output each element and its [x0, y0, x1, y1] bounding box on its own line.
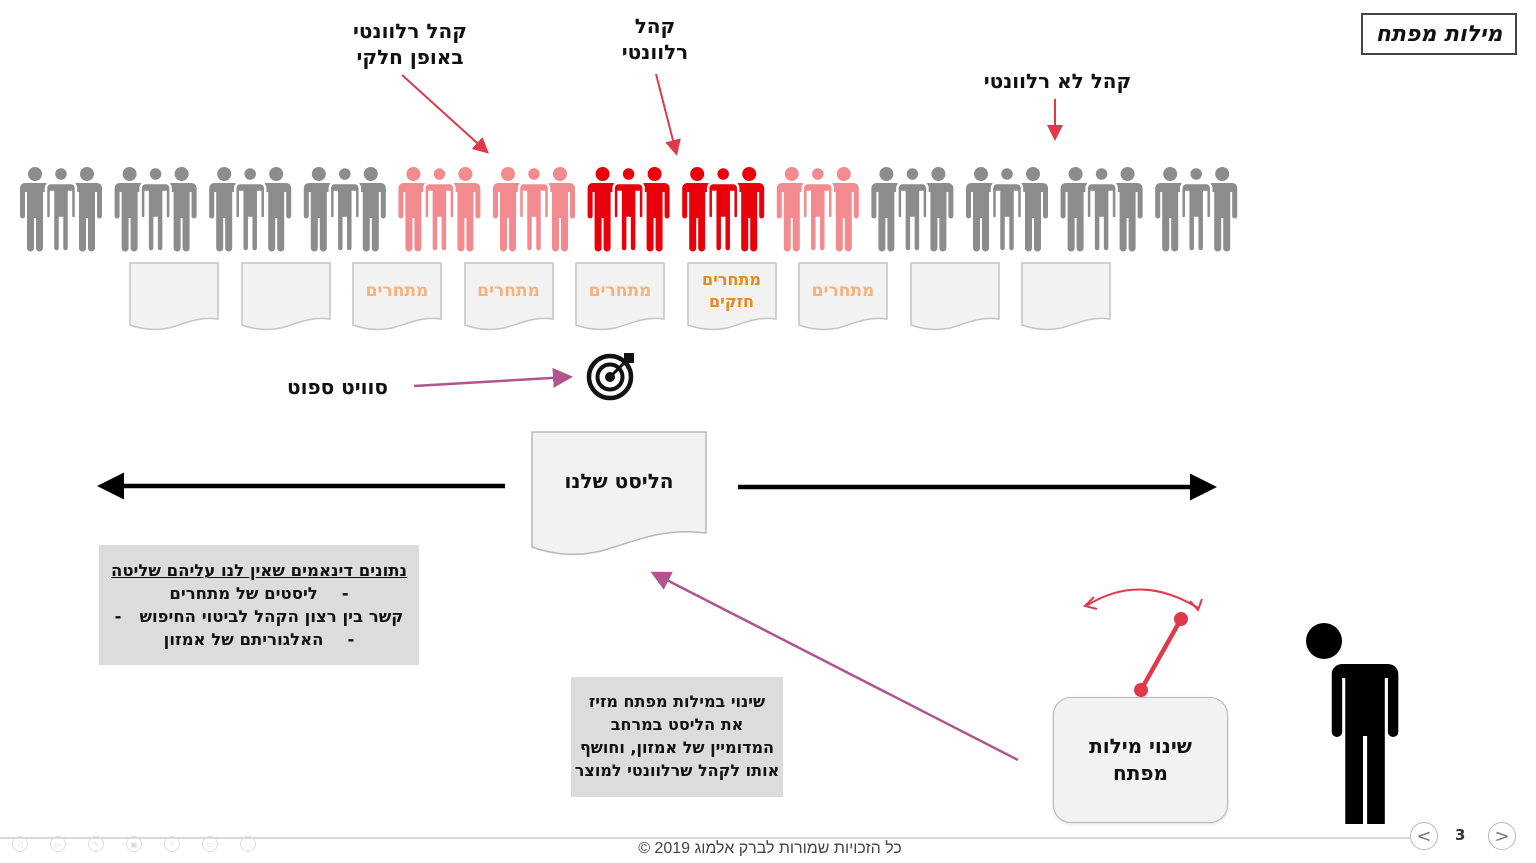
audience-group-none [1061, 167, 1143, 252]
competitor-doc-label [129, 262, 219, 320]
competitor-doc-label: מתחרים [575, 262, 665, 320]
audience-group-partial [493, 167, 575, 252]
competitor-doc [1021, 262, 1111, 332]
user-person-icon [1306, 623, 1399, 824]
screen-icon[interactable]: ▭ [202, 836, 218, 852]
arrow-relevant-audience [655, 73, 681, 156]
competitor-doc: מתחרים [352, 262, 442, 332]
audience-groups [20, 167, 1237, 252]
page-number: 3 [1455, 826, 1466, 844]
audience-group-none [209, 167, 291, 252]
next-slide-icon[interactable]: ▷ [50, 836, 66, 852]
explanation-line: המדומיין של אמזון, וחושף [579, 738, 775, 757]
label-line: קהל [634, 14, 676, 38]
label-line: באופן חלקי [356, 45, 464, 69]
label-irrelevant-audience: קהל לא רלוונטי [983, 69, 1132, 93]
label-sweet-spot: סוויט ספוט [287, 375, 388, 399]
competitor-doc-label: מתחרים [798, 262, 888, 320]
competitor-doc [909, 262, 1000, 332]
competitor-doc [129, 262, 219, 332]
competitor-doc-line: מתחרים [365, 281, 429, 301]
dynamic-data-heading: נתונים דינאמים שאין לנו עליהם שליטה [110, 561, 407, 580]
our-listing-label: הליסט שלנו [564, 469, 674, 493]
footer-divider [0, 837, 1410, 839]
label-line: קהל רלוונטי [353, 19, 467, 43]
previous-slide-icon[interactable]: ◁ [12, 836, 28, 852]
competitor-doc: מתחרים [798, 262, 888, 332]
chevron-right-icon: > [1494, 825, 1510, 847]
competitor-doc [240, 262, 331, 332]
audience-group-partial [777, 167, 859, 252]
label-partial-audience: קהל רלוונטי באופן חלקי [340, 18, 480, 70]
explanation-line: את הליסט במרחב [610, 715, 744, 734]
zoom-icon[interactable]: ⌕ [164, 836, 180, 852]
audience-group-none [115, 167, 197, 252]
arrow-partial-audience [401, 74, 489, 154]
competitor-doc-line: חזקים [708, 292, 755, 311]
explanation-line: שינוי במילות מפתח מזיז [588, 692, 766, 711]
rotation-arc-icon [1085, 588, 1199, 609]
audience-group-full [682, 167, 764, 252]
lever-icon [1139, 617, 1183, 692]
target-icon [586, 353, 634, 401]
change-keywords-line: שינוי מילות [1089, 734, 1192, 758]
audience-group-partial [398, 167, 480, 252]
competitor-doc-label [1021, 262, 1111, 320]
slide-title: מילות מפתח [1361, 13, 1517, 55]
copyright-footer: כל הזכויות שמורות לברק אלמוג 2019 © [638, 840, 902, 857]
audience-group-full [588, 167, 670, 252]
audience-group-none [304, 167, 386, 252]
competitor-doc-label [241, 262, 331, 320]
competitor-doc-line: מתחרים [811, 281, 875, 301]
dynamic-data-box: נתונים דינאמים שאין לנו עליהם שליטה -ליס… [99, 545, 419, 665]
prev-slide-button[interactable]: < [1410, 822, 1438, 850]
audience-group-none [1155, 167, 1237, 252]
competitor-doc-line: מתחרים [588, 281, 652, 301]
competitor-doc: מתחרים [463, 262, 554, 332]
audience-group-none [966, 167, 1048, 252]
competitor-doc-line: מתחרים [702, 270, 761, 289]
more-options-icon[interactable]: ⋯ [240, 836, 256, 852]
our-listing-doc: הליסט שלנו [531, 431, 707, 557]
dynamic-data-item: -ליסטים של מתחרים [169, 584, 349, 603]
change-keywords-box: שינוי מילות מפתח [1053, 697, 1228, 823]
chevron-left-icon: < [1416, 825, 1432, 847]
label-relevant-audience: קהל רלוונטי [605, 13, 705, 65]
competitor-doc-label: מתחרים [352, 262, 442, 320]
label-line: רלוונטי [621, 40, 689, 64]
competitor-doc-line: מתחרים [477, 281, 540, 301]
arrow-sweet-spot [413, 367, 573, 388]
audience-group-none [871, 167, 953, 252]
competitor-doc-label: מתחרים חזקים [687, 262, 777, 320]
slides-grid-icon[interactable]: ▣ [126, 836, 142, 852]
dynamic-data-item: קשר בין רצון הקהל לביטוי החיפוש- [114, 607, 404, 626]
competitor-doc-label [910, 262, 1000, 320]
audience-group-none [20, 167, 102, 252]
competitor-doc-label: מתחרים [464, 262, 554, 320]
change-keywords-line: מפתח [1112, 761, 1169, 785]
pen-icon[interactable]: ✎ [88, 836, 104, 852]
competitor-doc: מתחרים חזקים [686, 262, 777, 332]
competitor-doc: מתחרים [575, 262, 665, 332]
dynamic-data-item: -האלגוריתם של אמזון [163, 630, 355, 649]
next-slide-button[interactable]: > [1488, 822, 1516, 850]
explanation-box: שינוי במילות מפתח מזיז את הליסט במרחב המ… [571, 677, 783, 797]
presentation-toolbar: ◁ ▷ ✎ ▣ ⌕ ▭ ⋯ [12, 836, 256, 852]
arrow-keywords-to-listing [650, 571, 1019, 762]
explanation-line: אותו לקהל שרלוונטי למוצר [574, 761, 780, 780]
